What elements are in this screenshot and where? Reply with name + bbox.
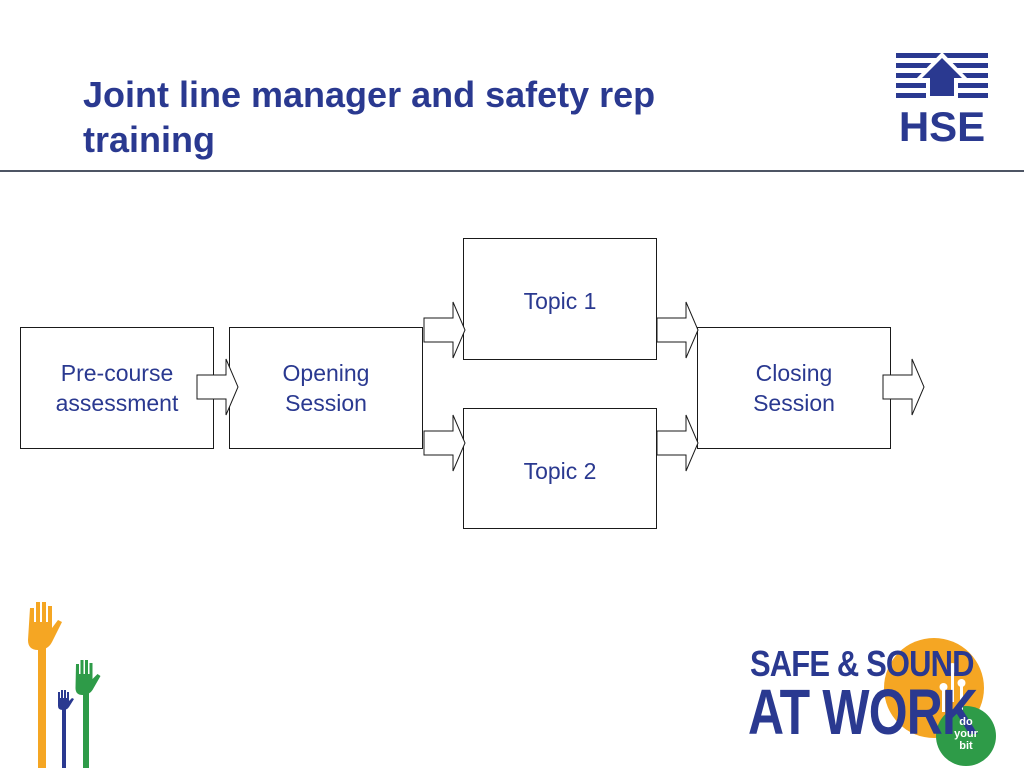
topic-2-box: Topic 2: [463, 408, 657, 529]
arrow-closing-out: [882, 358, 925, 416]
topic-2-label: Topic 2: [523, 458, 597, 484]
arrow-topic1-to-closing: [656, 301, 699, 359]
arrow-opening-to-topic1: [423, 301, 466, 359]
topic-1-label: Topic 1: [523, 288, 597, 314]
hse-logo: HSE: [896, 52, 988, 148]
arrow-topic2-to-closing: [656, 414, 699, 472]
opening-session-box: Opening Session: [229, 327, 423, 449]
closing-session-box: Closing Session: [697, 327, 891, 449]
closing-session-label: Closing Session: [753, 360, 835, 416]
logo-badge-text: do your bit: [954, 716, 978, 752]
logo-line-2: AT WORK: [748, 676, 978, 748]
topic-1-box: Topic 1: [463, 238, 657, 360]
pre-course-label: Pre-course assessment: [55, 360, 179, 416]
header-divider: [0, 170, 1024, 172]
arrow-opening-to-topic2: [423, 414, 466, 472]
logo-line-1: SAFE & SOUND: [750, 643, 974, 684]
page-title: Joint line manager and safety rep traini…: [83, 74, 656, 160]
safe-sound-at-work-logo: SAFE & SOUND AT WORK do your bit: [746, 632, 1006, 768]
opening-session-label: Opening Session: [282, 360, 370, 416]
pre-course-box: Pre-course assessment: [20, 327, 214, 449]
raised-hands-graphic: [28, 602, 101, 768]
hse-wordmark: HSE: [899, 103, 985, 148]
logo-sun-shape: [884, 638, 996, 766]
arrow-precourse-to-opening: [196, 358, 239, 416]
